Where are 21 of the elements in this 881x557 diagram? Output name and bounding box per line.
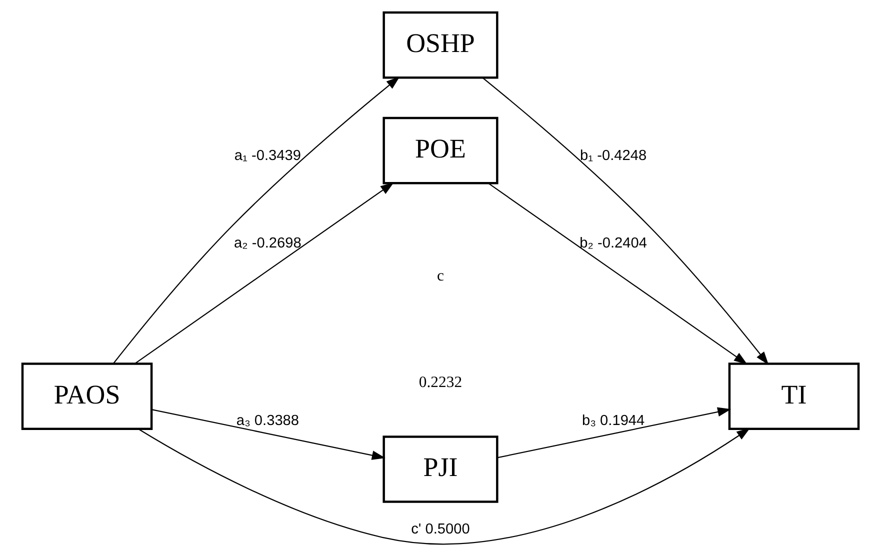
arrow [138, 428, 750, 544]
node-box: PJI [382, 436, 498, 503]
label: c [437, 267, 444, 284]
node-box: PAOS [21, 362, 153, 430]
arrow [488, 182, 748, 365]
edge-label: b₂ -0.2404 [580, 236, 647, 252]
arrow [112, 76, 400, 364]
edge-label: b₃ 0.1944 [582, 412, 645, 429]
arrow [497, 407, 732, 458]
edge-label: b₁ -0.4248 [580, 148, 647, 164]
edge-label: a₁ -0.3439 [234, 148, 301, 164]
edge-label: a₃ 0.3388 [236, 412, 300, 429]
edge-label: a₂ -0.2698 [234, 236, 302, 252]
node-box: POE [382, 116, 498, 184]
node-box: OSHP [382, 11, 498, 79]
arrow [482, 77, 769, 365]
edge-label: c' 0.5000 [411, 522, 470, 538]
arrow [152, 408, 386, 460]
label: 0.2232 [418, 374, 462, 391]
node-box: TI [728, 362, 860, 430]
arrow [134, 182, 394, 364]
